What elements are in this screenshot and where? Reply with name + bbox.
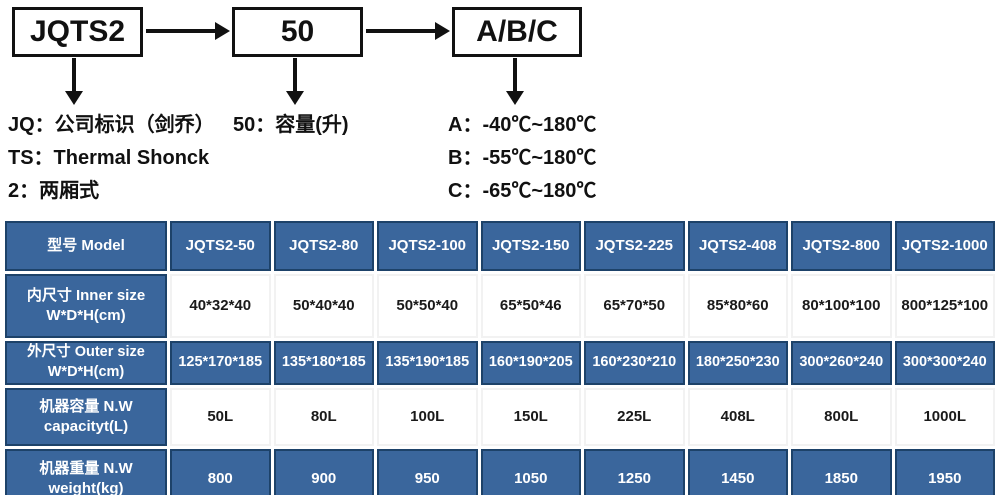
model-capacity-box: 50 bbox=[232, 7, 363, 57]
row-label-zh: 内尺寸 Inner size bbox=[26, 286, 146, 304]
model-header-cell: JQTS2-80 bbox=[273, 221, 374, 271]
spec-cell: 1050 bbox=[480, 449, 581, 495]
spec-cell: 50*40*40 bbox=[273, 274, 374, 338]
model-header-cell: JQTS2-150 bbox=[480, 221, 581, 271]
spec-cell: 180*250*230 bbox=[687, 341, 788, 385]
spec-cell: 300*300*240 bbox=[894, 341, 995, 385]
table-row-weight: 机器重量 N.W weight(kg) 800 900 950 1050 125… bbox=[5, 449, 995, 495]
arrow-down-icon bbox=[286, 58, 304, 105]
row-label-weight: 机器重量 N.W weight(kg) bbox=[5, 449, 167, 495]
model-prefix-box: JQTS2 bbox=[12, 7, 143, 57]
note-grade-a: A：-40℃~180℃ bbox=[448, 114, 597, 136]
spec-cell: 125*170*185 bbox=[170, 341, 271, 385]
model-header-cell: JQTS2-50 bbox=[170, 221, 271, 271]
note-2: 2：两厢式 bbox=[8, 180, 100, 202]
spec-cell: 1450 bbox=[687, 449, 788, 495]
spec-cell: 85*80*60 bbox=[687, 274, 788, 338]
arrow-right-icon bbox=[366, 22, 450, 40]
spec-cell: 65*50*46 bbox=[480, 274, 581, 338]
grade-notes: A：-40℃~180℃ B：-55℃~180℃ C：-65℃~180℃ bbox=[448, 109, 596, 208]
spec-cell: 950 bbox=[377, 449, 478, 495]
row-label-en: weight(kg) bbox=[48, 480, 124, 495]
spec-cell: 160*190*205 bbox=[480, 341, 581, 385]
spec-cell: 80*100*100 bbox=[791, 274, 892, 338]
spec-cell: 150L bbox=[480, 388, 581, 446]
spec-cell: 1250 bbox=[584, 449, 685, 495]
table-row-models: 型号 Model JQTS2-50 JQTS2-80 JQTS2-100 JQT… bbox=[5, 221, 995, 271]
spec-cell: 300*260*240 bbox=[791, 341, 892, 385]
row-label-en: capacityt(L) bbox=[43, 418, 129, 435]
note-ts: TS：Thermal Shonck bbox=[8, 147, 210, 169]
arrow-down-icon bbox=[65, 58, 83, 105]
model-header-cell: JQTS2-408 bbox=[687, 221, 788, 271]
spec-cell: 800 bbox=[170, 449, 271, 495]
spec-cell: 50*50*40 bbox=[377, 274, 478, 338]
table-row-outer-size: 外尺寸 Outer size W*D*H(cm) 125*170*185 135… bbox=[5, 341, 995, 385]
row-label-zh: 机器容量 N.W bbox=[39, 397, 133, 415]
row-label-zh: 外尺寸 Outer size bbox=[27, 344, 145, 361]
model-header-cell: JQTS2-1000 bbox=[894, 221, 995, 271]
model-header-cell: JQTS2-800 bbox=[791, 221, 892, 271]
model-header-cell: JQTS2-225 bbox=[584, 221, 685, 271]
table-row-capacity: 机器容量 N.W capacityt(L) 50L 80L 100L 150L … bbox=[5, 388, 995, 446]
spec-cell: 408L bbox=[687, 388, 788, 446]
spec-cell: 40*32*40 bbox=[170, 274, 271, 338]
note-grade-c: C：-65℃~180℃ bbox=[448, 180, 597, 202]
spec-cell: 1000L bbox=[894, 388, 995, 446]
note-grade-b: B：-55℃~180℃ bbox=[448, 147, 597, 169]
spec-cell: 135*190*185 bbox=[377, 341, 478, 385]
row-label-inner-size: 内尺寸 Inner size W*D*H(cm) bbox=[5, 274, 167, 338]
note-50: 50：容量(升) bbox=[233, 114, 349, 136]
spec-cell: 100L bbox=[377, 388, 478, 446]
table-row-inner-size: 内尺寸 Inner size W*D*H(cm) 40*32*40 50*40*… bbox=[5, 274, 995, 338]
prefix-notes: JQ：公司标识（剑乔） TS：Thermal Shonck 2：两厢式 bbox=[8, 109, 215, 208]
spec-cell: 800L bbox=[791, 388, 892, 446]
spec-cell: 65*70*50 bbox=[584, 274, 685, 338]
spec-cell: 225L bbox=[584, 388, 685, 446]
row-label-en: W*D*H(cm) bbox=[47, 364, 125, 380]
note-jq: JQ：公司标识（剑乔） bbox=[8, 114, 215, 136]
spec-cell: 135*180*185 bbox=[273, 341, 374, 385]
capacity-note: 50：容量(升) bbox=[233, 109, 349, 142]
model-header-cell: JQTS2-100 bbox=[377, 221, 478, 271]
model-naming-diagram: JQTS2 50 A/B/C JQ：公司标识（剑乔） TS：Thermal Sh… bbox=[0, 0, 1000, 216]
spec-table: 型号 Model JQTS2-50 JQTS2-80 JQTS2-100 JQT… bbox=[2, 218, 998, 495]
spec-cell: 160*230*210 bbox=[584, 341, 685, 385]
row-label-zh: 机器重量 N.W bbox=[39, 459, 133, 477]
arrow-right-icon bbox=[146, 22, 230, 40]
spec-cell: 80L bbox=[273, 388, 374, 446]
row-label-outer-size: 外尺寸 Outer size W*D*H(cm) bbox=[5, 341, 167, 385]
spec-cell: 800*125*100 bbox=[894, 274, 995, 338]
arrow-down-icon bbox=[506, 58, 524, 105]
column-header-model: 型号 Model bbox=[5, 221, 167, 271]
row-label-capacity: 机器容量 N.W capacityt(L) bbox=[5, 388, 167, 446]
spec-cell: 1950 bbox=[894, 449, 995, 495]
spec-cell: 900 bbox=[273, 449, 374, 495]
model-grade-box: A/B/C bbox=[452, 7, 582, 57]
spec-cell: 1850 bbox=[791, 449, 892, 495]
row-label-en: W*D*H(cm) bbox=[46, 307, 126, 324]
spec-cell: 50L bbox=[170, 388, 271, 446]
